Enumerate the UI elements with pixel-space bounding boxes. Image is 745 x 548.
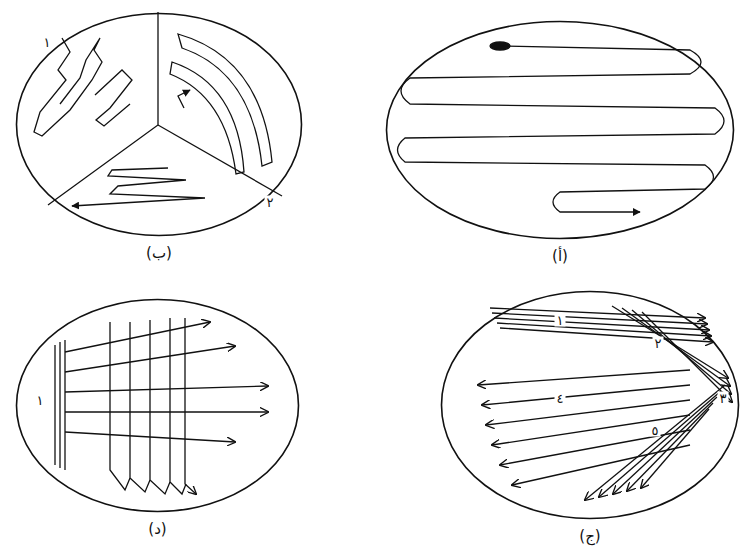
- zone-number: ٣: [718, 392, 729, 405]
- zone-streak: [478, 306, 732, 500]
- panel-caption: (أ): [550, 248, 570, 263]
- sector-streak: [34, 12, 282, 206]
- zone-number: ٢: [653, 337, 664, 350]
- zone-number: ٢: [265, 196, 276, 209]
- petri-plate: (د)١: [15, 298, 300, 513]
- grid-streak: [55, 318, 268, 494]
- zone-number: ٥: [650, 424, 661, 437]
- plate-outline: [440, 290, 740, 520]
- serpentine-streak: [398, 42, 725, 212]
- zone-number: ١: [35, 394, 46, 407]
- plate-outline: [15, 298, 300, 513]
- plate-outline: [15, 12, 303, 237]
- petri-plate: (أ): [385, 20, 735, 240]
- panel-caption: (د): [146, 521, 168, 536]
- petri-plate: (ج)١٢٣٤٥: [440, 290, 740, 520]
- zone-number: ٤: [555, 392, 566, 405]
- zone-number: ١: [42, 36, 53, 49]
- plate-outline: [385, 20, 735, 240]
- zone-number: ١: [555, 314, 566, 327]
- petri-plate: (ب)١٢: [15, 12, 303, 237]
- panel-caption: (ج): [577, 528, 602, 543]
- panel-caption: (ب): [144, 245, 174, 260]
